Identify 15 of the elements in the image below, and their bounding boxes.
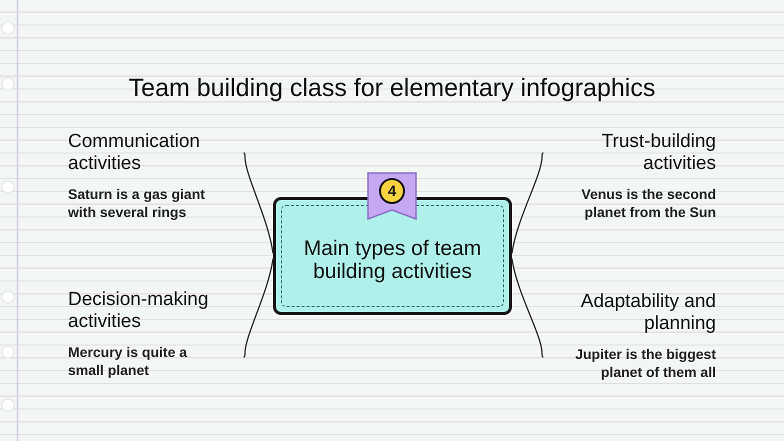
connector-line (511, 152, 544, 254)
activity-heading: Trust-building activities (600, 131, 716, 175)
page-title: Team building class for elementary infographics (128, 73, 656, 103)
connector-line (243, 258, 274, 358)
activity-description: Jupiter is the biggest planet of them all (574, 345, 716, 381)
activity-heading: Communication activities (68, 131, 201, 175)
activity-description: Mercury is quite a small planet (68, 343, 188, 379)
connector-line (511, 258, 544, 358)
topic-card (273, 197, 512, 315)
card-title: Main types of team building activities (302, 237, 482, 283)
activity-description: Venus is the second planet from the Sun (580, 185, 716, 221)
connector-line (243, 152, 274, 254)
activity-heading: Adaptability and planning (580, 291, 716, 335)
activity-description: Saturn is a gas giant with several rings (68, 185, 206, 221)
activity-heading: Decision-making activities (68, 289, 210, 333)
